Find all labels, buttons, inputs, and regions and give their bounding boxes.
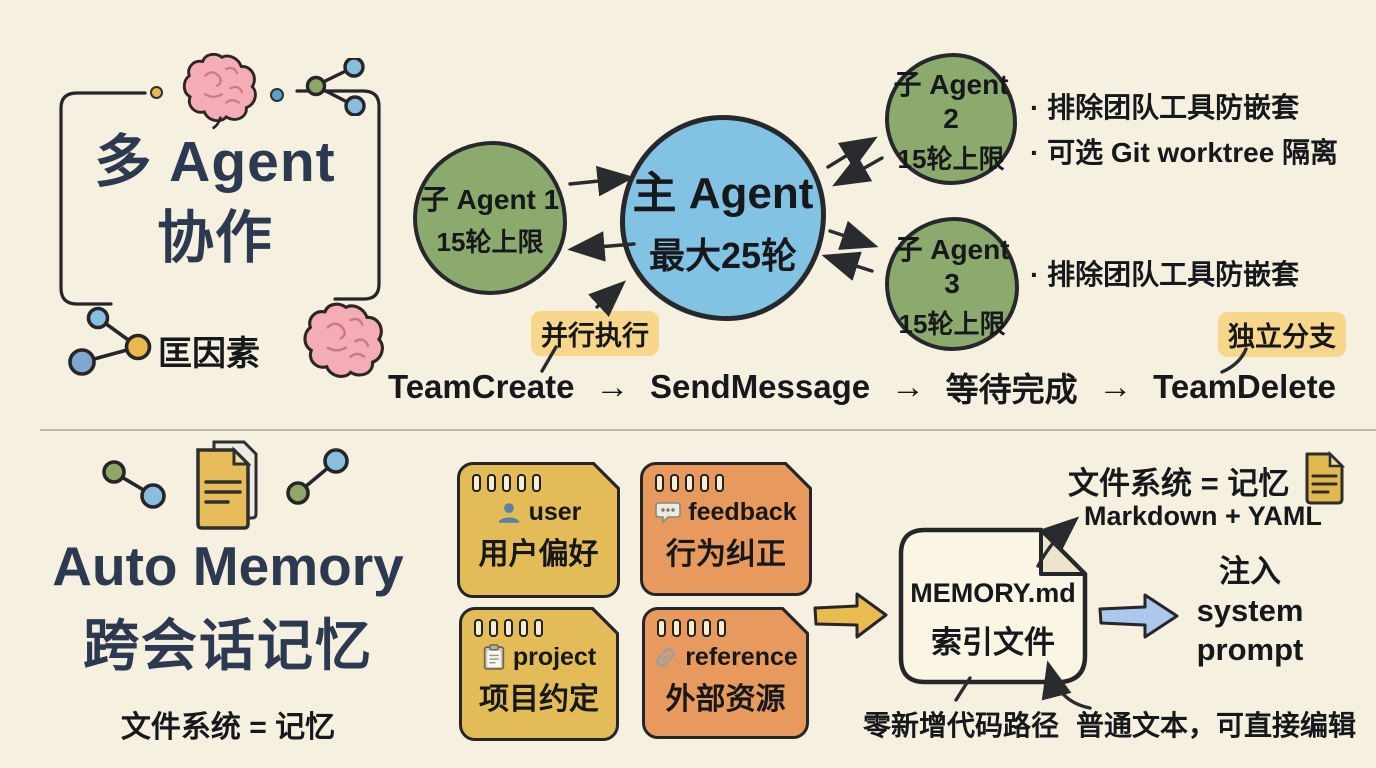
sub-agent-1-limit: 15轮上限 <box>436 226 544 257</box>
main-agent-node: 主 Agent 最大25轮 <box>620 115 826 321</box>
section2-caption: 文件系统 = 记忆 <box>120 711 336 744</box>
bullet-exclude-team-tools: · 排除团队工具防嵌套 <box>1030 92 1300 123</box>
yellow-arrow-icon <box>813 592 888 639</box>
section1-caption: 匡因素 <box>158 335 260 373</box>
sub-agent-2-node: 子 Agent 2 15轮上限 <box>885 53 1017 185</box>
memory-file-name: MEMORY.md <box>910 578 1076 608</box>
sub-agent-3-limit: 15轮上限 <box>898 308 1006 339</box>
inject-system-prompt-label: 注入 system prompt <box>1170 552 1330 669</box>
flow-step-wait: 等待完成 <box>945 371 1078 408</box>
card-feedback-zh: 行为纠正 <box>666 538 786 571</box>
cut-corner <box>592 462 620 490</box>
reference-icon <box>656 647 676 668</box>
brain-icon <box>303 302 384 378</box>
team-flow: TeamCreate → SendMessage → 等待完成 → TeamDe… <box>388 363 1336 411</box>
section2-title-line1: Auto Memory <box>52 535 404 597</box>
bullet-exclude-team-tools-2: · 排除团队工具防嵌套 <box>1030 259 1300 290</box>
flow-arrow-icon: → <box>1098 367 1133 406</box>
main-agent-limit: 最大25轮 <box>648 235 798 276</box>
brain-icon <box>182 52 257 130</box>
memory-card-user: user 用户偏好 <box>457 462 620 598</box>
flow-step-teamdelete: TeamDelete <box>1153 368 1336 405</box>
share-nodes-icon <box>305 58 366 116</box>
perforation-marks <box>655 474 809 492</box>
memory-card-project: project 项目约定 <box>459 607 619 741</box>
section1-title-line1: 多 Agent <box>94 130 336 194</box>
document-icon <box>1305 450 1346 505</box>
independent-branch-label: 独立分支 <box>1218 312 1346 357</box>
blue-dot-icon <box>270 88 284 102</box>
cut-corner <box>781 607 809 635</box>
sub-agent-2-name: 子 Agent 2 <box>893 68 1009 134</box>
user-icon <box>498 502 519 523</box>
flow-arrow-icon: → <box>595 367 630 406</box>
share-nodes-icon <box>102 460 166 509</box>
perforation-marks <box>474 619 616 637</box>
card-feedback-en: feedback <box>688 498 797 526</box>
arrow-main-to-sub3 <box>828 220 879 250</box>
section2-title-line2: 跨会话记忆 <box>83 614 373 677</box>
inject-line1: 注入 <box>1219 554 1281 589</box>
card-project-en: project <box>512 643 597 671</box>
share-nodes-icon <box>286 448 349 505</box>
arrow-sub1-to-main <box>568 165 635 197</box>
section1-title-line2: 协作 <box>157 206 273 270</box>
arrow-sub2-to-main <box>832 154 884 187</box>
zero-code-note: 零新增代码路径 <box>863 710 1060 741</box>
inject-line3: prompt <box>1196 632 1304 667</box>
card-project-zh: 项目约定 <box>479 683 599 716</box>
flow-arrow-icon: → <box>890 367 925 406</box>
sub-agent-3-node: 子 Agent 3 15轮上限 <box>885 217 1019 351</box>
documents-stack-icon <box>196 440 258 530</box>
flow-step-teamcreate: TeamCreate <box>388 368 575 405</box>
inject-line2: system <box>1196 593 1304 628</box>
sub-agent-3-name: 子 Agent 3 <box>894 233 1010 299</box>
card-reference-zh: 外部资源 <box>665 683 786 716</box>
main-agent-name: 主 Agent <box>632 169 814 218</box>
card-reference-en: reference <box>685 643 798 671</box>
cut-corner <box>591 607 619 635</box>
markdown-yaml-label: Markdown + YAML <box>1084 501 1322 531</box>
bullet-git-worktree: · 可选 Git worktree 隔离 <box>1030 137 1339 168</box>
sub-agent-1-node: 子 Agent 1 15轮上限 <box>413 141 567 295</box>
sub-agent-2-limit: 15轮上限 <box>897 143 1005 174</box>
section1-title: 多 Agent 协作 <box>50 124 380 276</box>
filesystem-memory-label: 文件系统 = 记忆 <box>1068 466 1290 501</box>
memory-card-feedback: feedback 行为纠正 <box>640 462 812 596</box>
cut-corner <box>784 462 812 490</box>
yellow-dot-icon <box>150 86 163 99</box>
perforation-marks <box>657 619 806 637</box>
arrow-main-to-sub2 <box>826 136 878 170</box>
badge-frame <box>59 89 381 306</box>
card-user-zh: 用户偏好 <box>478 538 599 571</box>
sub-agent-1-name: 子 Agent 1 <box>420 183 560 215</box>
memory-file-label: MEMORY.md 索引文件 <box>900 578 1086 662</box>
arrow-parallel-to-main <box>588 280 627 317</box>
memory-card-reference: reference 外部资源 <box>642 607 809 739</box>
project-icon <box>483 644 504 670</box>
arrow-sub3-to-main <box>821 251 874 281</box>
share-nodes-icon <box>68 306 152 376</box>
card-user-en: user <box>528 498 582 526</box>
feedback-icon <box>655 501 682 524</box>
perforation-marks <box>472 474 617 492</box>
memory-file-desc: 索引文件 <box>931 625 1055 660</box>
plain-text-note: 普通文本，可直接编辑 <box>1076 710 1357 741</box>
blue-arrow-icon <box>1098 593 1179 639</box>
section-divider <box>40 429 1376 431</box>
parallel-exec-label: 并行执行 <box>531 311 659 356</box>
flow-step-sendmessage: SendMessage <box>650 368 871 405</box>
